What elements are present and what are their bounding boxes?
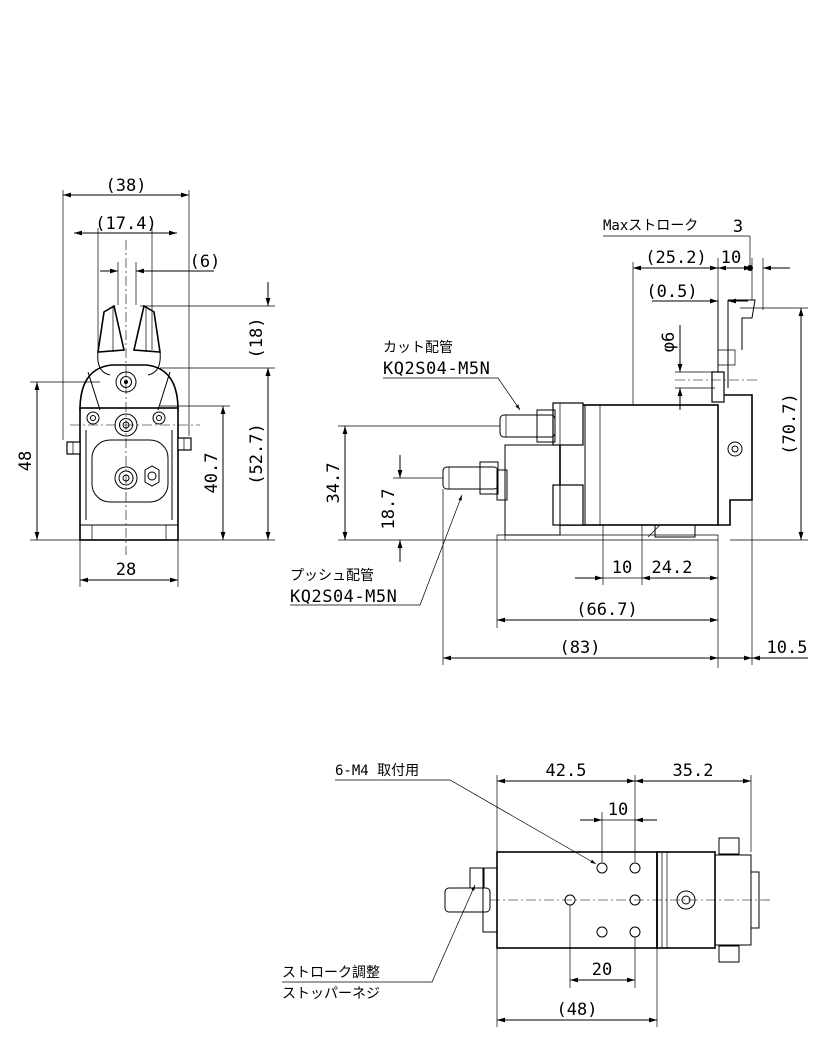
- dim-10-top: 10: [721, 248, 741, 268]
- dim-height-52-7: (52.7): [247, 423, 267, 484]
- dim-0-5: (0.5): [646, 282, 697, 302]
- dim-10: 10: [608, 800, 628, 820]
- front-view: (38) (17.4) (6) (18) 48 (52.7) 40.7 28: [16, 176, 275, 587]
- dim-48: (48): [557, 1000, 598, 1020]
- dim-18-7: 18.7: [379, 489, 399, 530]
- mount-holes-label: 6-M4 取付用: [335, 763, 419, 779]
- side-view-dimensions: [290, 235, 808, 668]
- dim-20: 20: [592, 960, 612, 980]
- side-view: Maxストローク 3 (25.2) 10 (0.5) φ6 (70.7) 34.…: [290, 217, 808, 668]
- max-stroke-label: Maxストローク: [603, 218, 698, 234]
- dim-10-bottom: 10: [612, 558, 632, 578]
- cut-port-label: カット配管: [383, 340, 453, 356]
- dim-10-5: 10.5: [767, 638, 808, 658]
- dim-83: (83): [560, 638, 601, 658]
- dim-jaw-6: (6): [190, 252, 221, 272]
- push-port-part-number: KQ2S04-M5N: [290, 587, 397, 607]
- dim-25-2: (25.2): [645, 248, 706, 268]
- dim-24-2: 24.2: [652, 558, 693, 578]
- dim-66-7: (66.7): [576, 600, 637, 620]
- cut-port-part-number: KQ2S04-M5N: [383, 359, 490, 379]
- dim-width-17-4: (17.4): [95, 214, 156, 234]
- max-stroke-value: 3: [733, 217, 743, 237]
- dim-width-38: (38): [106, 176, 147, 196]
- push-port-label: プッシュ配管: [290, 568, 374, 584]
- dim-height-48: 48: [16, 451, 36, 471]
- dim-base-28: 28: [116, 560, 136, 580]
- top-view-body: [444, 837, 770, 963]
- dim-phi6: φ6: [659, 332, 679, 352]
- side-view-body: [442, 299, 760, 541]
- dim-height-18: (18): [247, 318, 267, 359]
- dim-34-7: 34.7: [324, 463, 344, 504]
- stopper-label-line-1: ストローク調整: [282, 965, 380, 981]
- top-view-dimensions: [282, 775, 752, 1027]
- dim-35-2: 35.2: [673, 761, 714, 781]
- front-view-body: [66, 240, 200, 555]
- dim-height-40-7: 40.7: [202, 453, 222, 494]
- dim-70-7: (70.7): [780, 393, 800, 454]
- front-view-dimensions: [30, 190, 275, 587]
- stopper-label-line-2: ストッパーネジ: [282, 986, 380, 1002]
- top-view: 6-M4 取付用 42.5 35.2 10 20 (48) ストローク調整 スト…: [282, 761, 770, 1027]
- dim-42-5: 42.5: [546, 761, 587, 781]
